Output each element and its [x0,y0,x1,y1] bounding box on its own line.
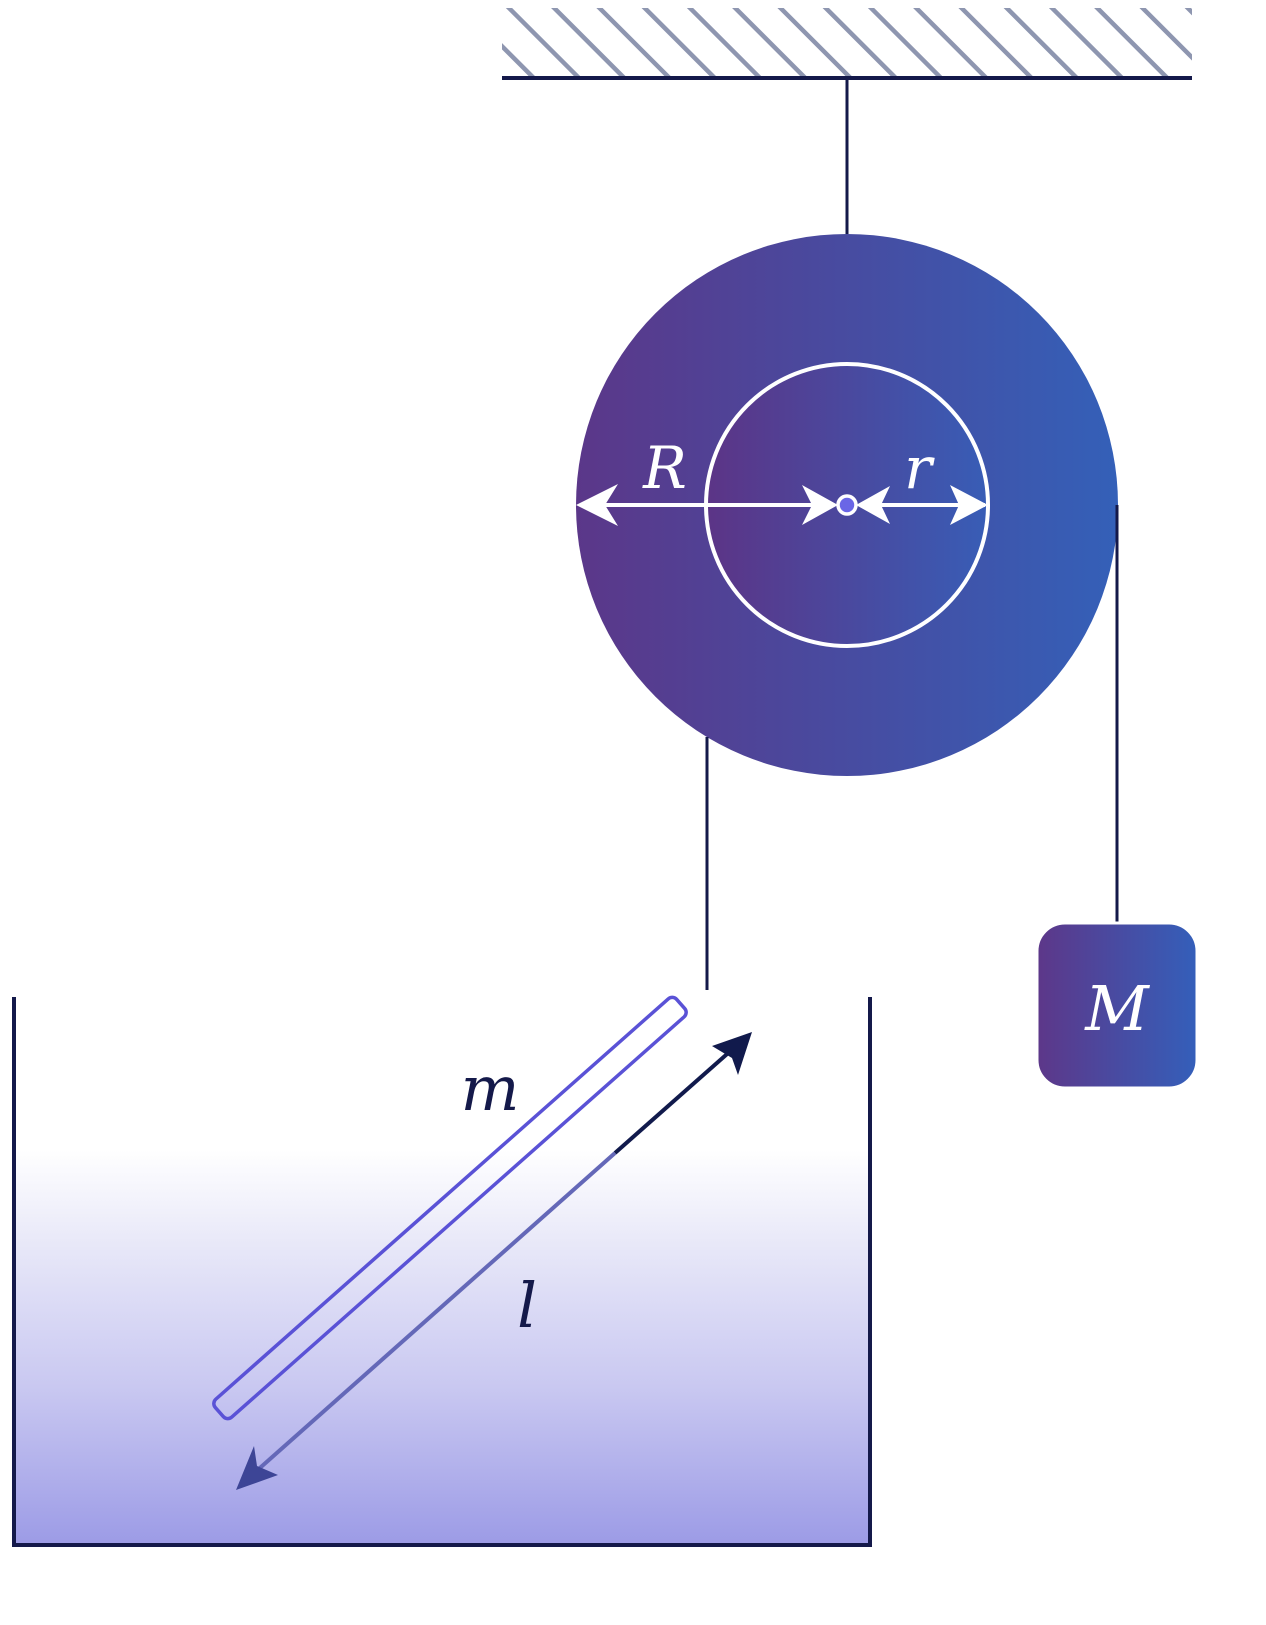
rod-length-label: l [517,1269,537,1342]
mass-label: M [1084,972,1150,1045]
pulley: R r [576,234,1118,776]
outer-radius-arrowhead-left [576,484,618,526]
inner-radius-label: r [904,434,935,502]
length-arrowhead-up [712,1032,752,1075]
rod-mass-label: m [461,1052,520,1125]
water [14,1150,870,1545]
rod-length-arrow: l [236,1032,752,1490]
inner-radius-arrowhead-right [950,485,988,525]
hanging-mass: M [1035,921,1199,1090]
length-arrow-shaft-lower [250,1151,617,1477]
tank [12,997,872,1547]
inner-radius-arrowhead-left [856,486,890,524]
outer-radius-arrowhead-right [802,485,838,525]
outer-radius-label: R [642,434,687,502]
mass-block [1035,921,1199,1090]
rod: m [212,995,688,1421]
hatched-ceiling-icon [502,8,1192,78]
ceiling [502,8,1192,80]
pulley-axle-icon [836,494,858,516]
rod-body [212,995,688,1421]
length-arrow-shaft-upper [613,1045,737,1155]
length-arrowhead-down [236,1446,278,1490]
